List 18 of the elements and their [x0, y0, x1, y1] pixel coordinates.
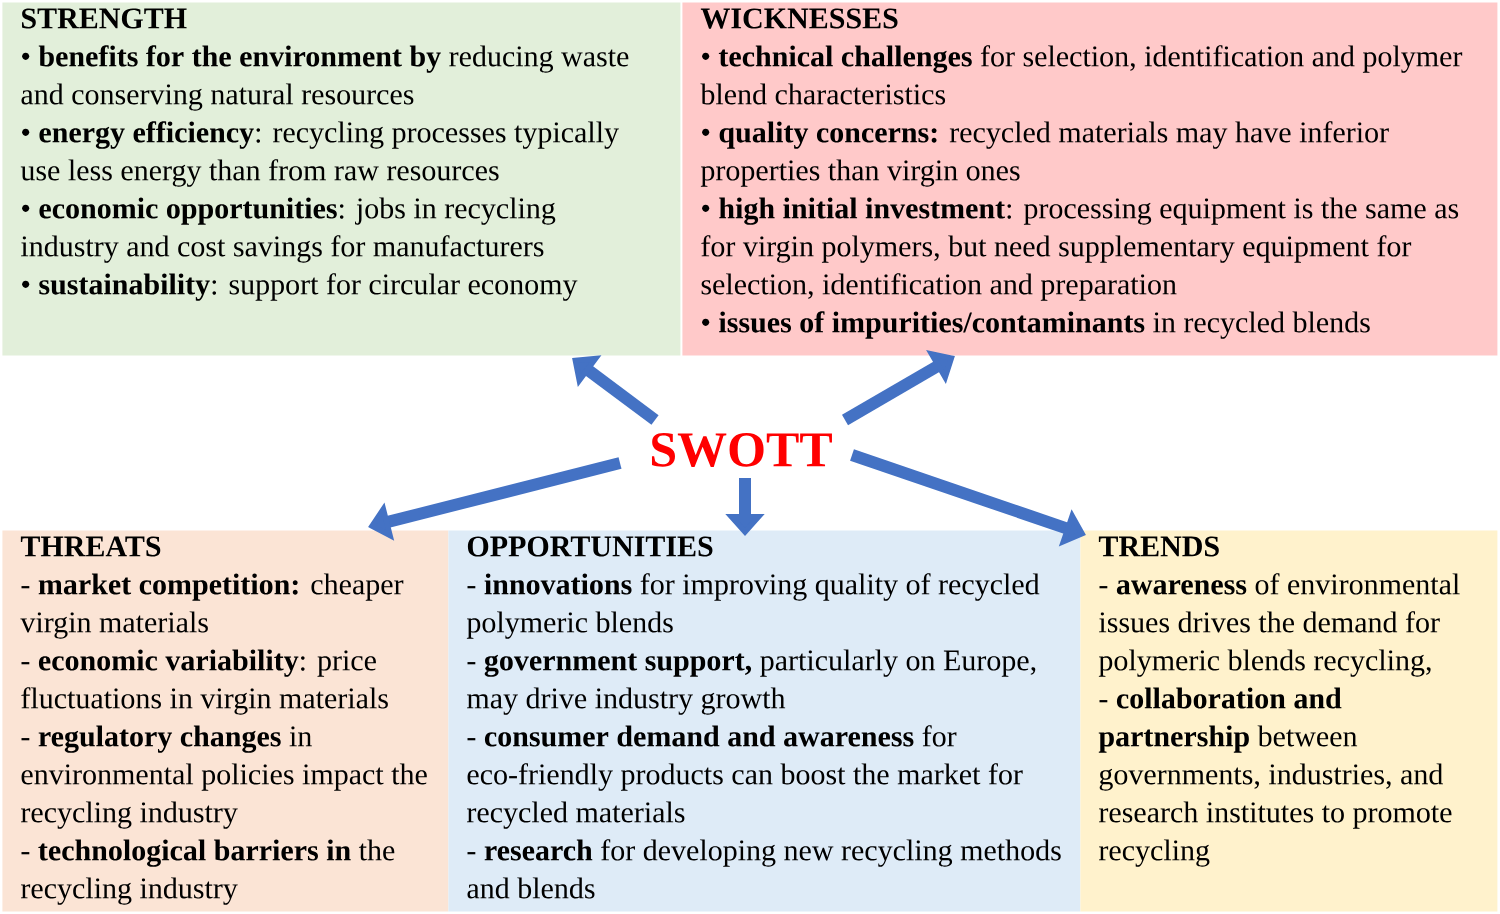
list-item: - technological barriers in the recycling industry — [21, 839, 395, 905]
list-item: - research for developing new recycling methods and blends — [467, 839, 1061, 899]
text-panel — [448, 530, 1081, 912]
panel-heading: WICKNESSES — [700, 8, 898, 29]
list-item: • issues of impurities/contaminants in recycled blends — [702, 311, 1370, 339]
panel-heading: THREATS — [20, 536, 161, 557]
text-panel — [2, 2, 681, 356]
text-panel — [682, 2, 1498, 356]
list-item: • sustainability: support for circular economy — [22, 273, 578, 301]
text-panel — [1080, 530, 1498, 912]
text-panel — [2, 530, 449, 912]
arrow — [842, 350, 955, 426]
list-item: - collaboration and partnership between governments, industries, and research institutes to promote recycling — [1098, 687, 1452, 867]
panel-heading: TRENDS — [1098, 536, 1219, 557]
arrow — [572, 355, 659, 425]
panel-heading: STRENGTH — [22, 8, 187, 29]
panel-heading: OPPORTUNITIES — [467, 536, 713, 557]
center-title: SWOTT — [652, 433, 832, 467]
